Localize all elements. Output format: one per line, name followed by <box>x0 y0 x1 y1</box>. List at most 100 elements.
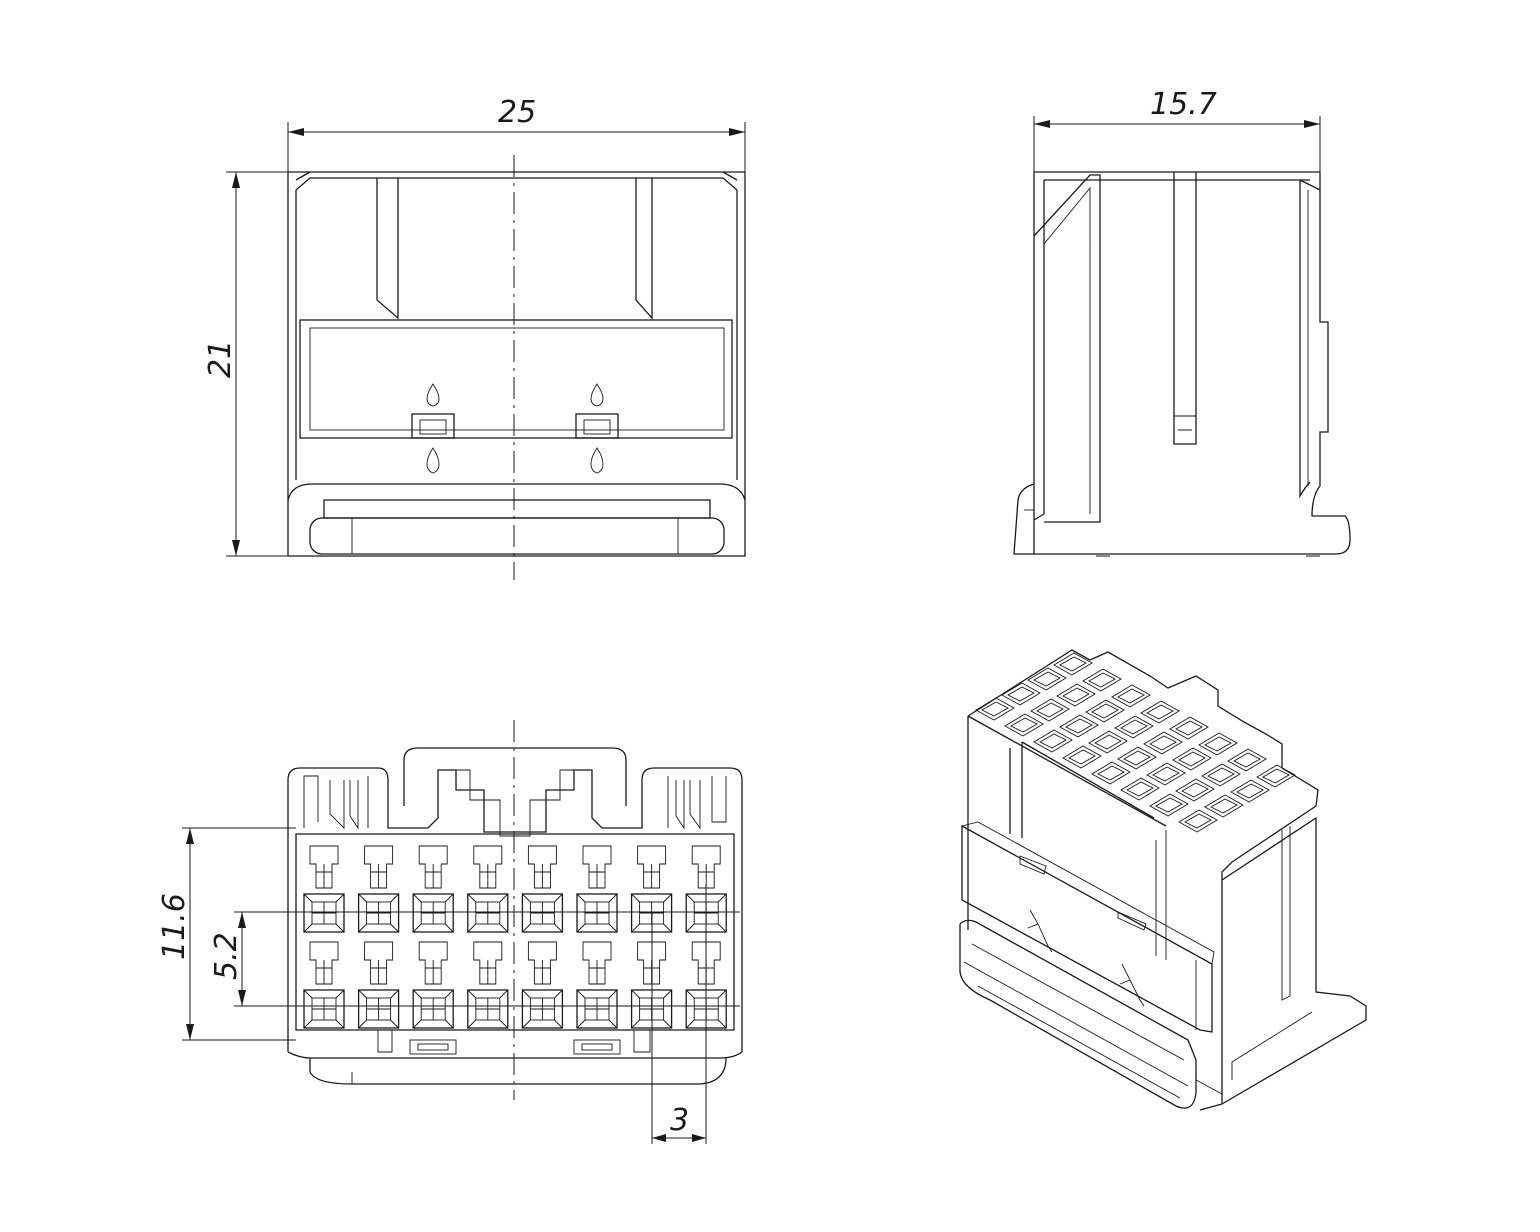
terminal-lock <box>582 845 612 889</box>
iso-cavity <box>1114 715 1154 739</box>
iso-cavity <box>1172 747 1212 771</box>
terminal-lock <box>473 845 503 889</box>
cavity-bevel <box>303 893 345 933</box>
dim-label-25: 25 <box>498 95 536 130</box>
terminal-lock-detail <box>370 960 387 984</box>
dim-label-15-7: 15.7 <box>1150 87 1217 122</box>
iso-cavity <box>1120 777 1160 801</box>
cavity-bevel <box>576 989 618 1029</box>
iso-cavity <box>1178 809 1218 833</box>
cavity-bevel <box>412 893 454 933</box>
terminal-lock <box>364 845 394 889</box>
dim-label-5-2: 5.2 <box>209 932 244 980</box>
cavity-bevel <box>522 989 563 1029</box>
dim-label-21: 21 <box>203 340 238 378</box>
cavity-bevel <box>467 893 509 933</box>
terminal-lock-detail <box>643 864 660 888</box>
cavity <box>412 989 454 1029</box>
iso-cavity <box>1230 779 1270 803</box>
row-pitch-dimension: 5.2 <box>209 911 740 1007</box>
terminal-lock <box>418 845 448 889</box>
iso-cavity <box>975 697 1015 721</box>
terminal-lock <box>637 845 667 889</box>
cavity <box>467 989 509 1029</box>
isometric-view <box>959 649 1367 1111</box>
iso-cavity <box>1082 668 1122 692</box>
dim-label-11-6: 11.6 <box>157 893 192 960</box>
terminal-lock-detail <box>316 960 332 984</box>
front-view <box>287 171 746 557</box>
terminal-lock <box>309 941 339 985</box>
cavity <box>467 893 509 933</box>
terminal-lock-detail <box>425 960 442 984</box>
cavity-bevel <box>631 989 672 1029</box>
cavity <box>357 893 400 933</box>
cavity-bevel <box>358 893 399 933</box>
iso-cavity <box>1175 778 1215 802</box>
cavity <box>521 989 564 1029</box>
terminal-lock-detail <box>534 864 551 888</box>
terminal-lock <box>473 941 503 985</box>
terminal-lock-detail <box>316 864 332 888</box>
terminal-lock-detail <box>589 960 605 984</box>
cavity-bevel <box>358 989 399 1029</box>
iso-cavity <box>1149 793 1189 817</box>
iso-cavity <box>1198 732 1238 756</box>
terminal-lock-detail <box>534 960 551 984</box>
terminal-lock-detail <box>425 864 442 888</box>
terminal-lock-detail <box>479 960 496 984</box>
iso-cavity <box>1146 762 1186 786</box>
terminal-lock <box>691 845 721 889</box>
side-depth-dimension: 15.7 <box>1033 87 1321 172</box>
cavity-bevel <box>303 989 345 1029</box>
iso-cavity <box>1256 764 1296 788</box>
cavity-bevel <box>522 893 563 933</box>
cavity <box>521 893 564 933</box>
terminal-lock <box>309 845 339 889</box>
iso-cavity <box>1201 763 1241 787</box>
iso-cavity <box>1088 730 1128 754</box>
terminal-lock <box>691 941 721 985</box>
cavity-bevel <box>685 989 727 1029</box>
cavity <box>357 989 400 1029</box>
iso-cavity <box>1056 683 1096 707</box>
terminal-lock <box>418 941 448 985</box>
iso-cavity <box>1143 731 1183 755</box>
cavity <box>303 893 345 933</box>
iso-cavity <box>1030 698 1070 722</box>
iso-cavity <box>1033 729 1073 753</box>
terminal-lock-detail <box>370 864 387 888</box>
rear-span-dimension: 11.6 <box>157 827 296 1041</box>
iso-cavity <box>1027 667 1067 691</box>
terminal-lock <box>637 941 667 985</box>
terminal-lock <box>527 941 557 985</box>
cavity <box>576 989 618 1029</box>
cavity <box>303 989 345 1029</box>
iso-cavity <box>1085 699 1125 723</box>
terminal-lock <box>364 941 394 985</box>
cavity-bevel <box>631 893 672 933</box>
iso-cavity <box>1004 713 1044 737</box>
terminal-lock-detail <box>479 864 496 888</box>
cavity <box>412 893 454 933</box>
cavity-bevel <box>412 989 454 1029</box>
cavity-bevel <box>467 989 509 1029</box>
terminal-lock <box>582 941 612 985</box>
iso-cavity <box>1117 746 1157 770</box>
iso-cavity <box>1140 700 1180 724</box>
iso-cavity <box>1062 745 1102 769</box>
iso-cavity <box>1169 716 1209 740</box>
col-pitch-dimension: 3 <box>651 884 707 1144</box>
side-view <box>1013 171 1351 557</box>
iso-cavity <box>1001 682 1041 706</box>
front-width-dimension: 25 <box>287 95 746 172</box>
cavity-bevel <box>576 893 618 933</box>
iso-cavity <box>1053 652 1093 676</box>
rear-cavity-grid <box>303 845 727 1029</box>
iso-cavity <box>1204 794 1244 818</box>
terminal-lock-detail <box>589 864 605 888</box>
cavity-bevel <box>685 893 727 933</box>
dim-label-3: 3 <box>670 1103 689 1138</box>
terminal-lock <box>527 845 557 889</box>
